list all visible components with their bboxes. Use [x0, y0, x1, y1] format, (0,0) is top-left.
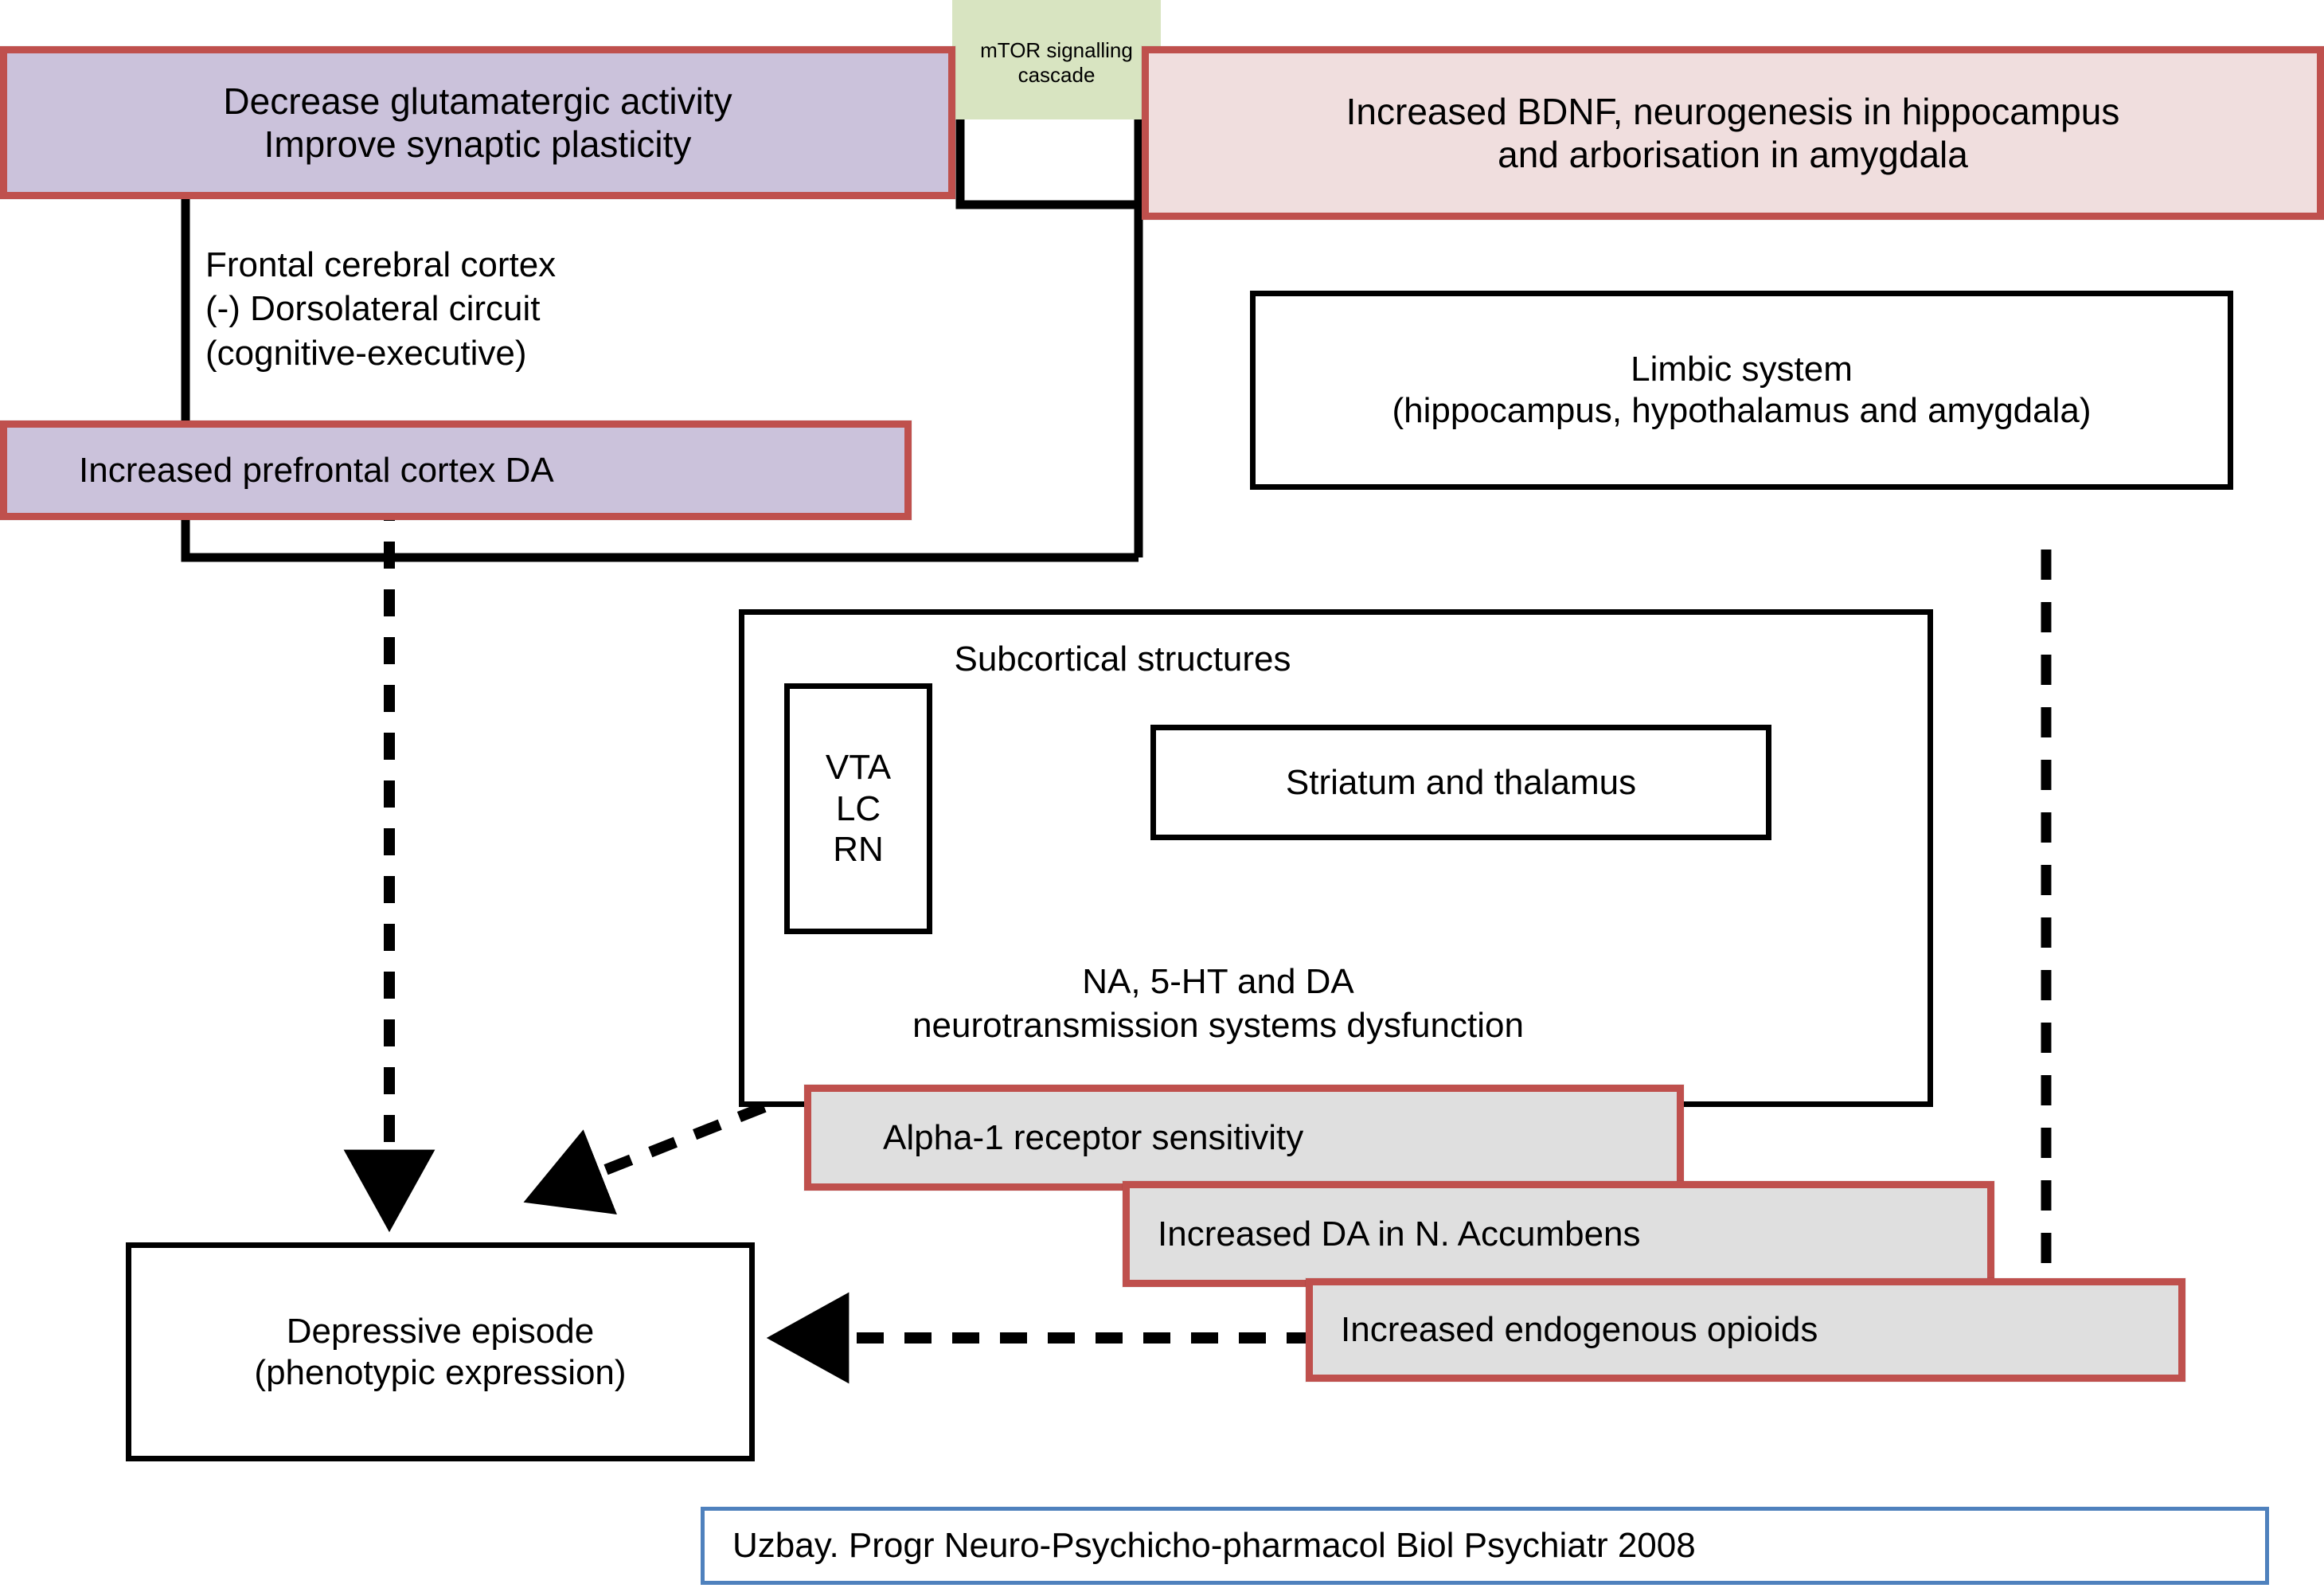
neurotransmission-label: NA, 5-HT and DA neurotransmission system… [912, 962, 1524, 1046]
connector-glutamatergic-to-mtor [955, 109, 1139, 209]
frontal-cortex-label: Frontal cerebral cortex (-) Dorsolateral… [205, 245, 557, 373]
mtor-signalling-box[interactable]: mTOR signalling cascade [952, 0, 1161, 119]
subcortical-structures-label: Subcortical structures [954, 640, 1291, 679]
vta-lc-rn-box[interactable]: VTA LC RN [784, 683, 932, 934]
striatum-thalamus-box[interactable]: Striatum and thalamus [1150, 725, 1771, 840]
alpha1-receptor-box[interactable]: Alpha-1 receptor sensitivity [804, 1085, 1684, 1191]
accumbens-da-box[interactable]: Increased DA in N. Accumbens [1123, 1181, 1994, 1287]
prefrontal-cortex-da-box[interactable]: Increased prefrontal cortex DA [0, 420, 912, 520]
vta-lc-rn-label: VTA LC RN [825, 747, 892, 870]
bdnf-neurogenesis-box[interactable]: Increased BDNF, neurogenesis in hippocam… [1142, 46, 2324, 220]
endogenous-opioids-box[interactable]: Increased endogenous opioids [1306, 1278, 2185, 1382]
connector-dashed-diagonal [523, 1101, 767, 1214]
glutamatergic-activity-box[interactable]: Decrease glutamatergic activity Improve … [0, 46, 955, 199]
citation-box[interactable]: Uzbay. Progr Neuro-Psychicho-pharmacol B… [701, 1507, 2269, 1585]
depressive-episode-box[interactable]: Depressive episode (phenotypic expressio… [126, 1242, 755, 1461]
limbic-system-box[interactable]: Limbic system (hippocampus, hypothalamus… [1250, 291, 2233, 490]
